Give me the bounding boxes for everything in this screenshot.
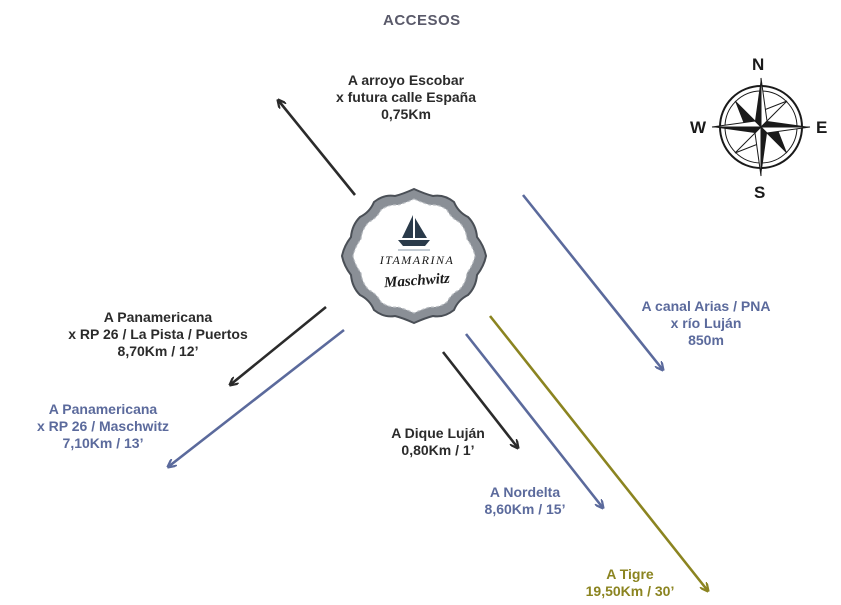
arrow-dique xyxy=(441,351,518,448)
compass-rose-icon xyxy=(711,77,811,177)
label-escobar: A arroyo Escobar x futura calle España 0… xyxy=(296,72,516,123)
compass-east-label: E xyxy=(816,118,828,137)
itamarina-logo xyxy=(340,187,488,325)
label-canal: A canal Arias / PNA x río Luján 850m xyxy=(611,298,801,349)
label-escobar-line3: 0,75Km xyxy=(381,106,431,122)
label-nordelta: A Nordelta 8,60Km / 15’ xyxy=(450,484,600,518)
label-dique-line1: A Dique Luján xyxy=(391,425,485,441)
logo-badge-inner xyxy=(352,198,476,314)
label-canal-line1: A canal Arias / PNA xyxy=(641,298,771,314)
sailboat-icon xyxy=(398,215,430,251)
label-escobar-line2: x futura calle España xyxy=(335,89,477,105)
label-panamericana-puertos: A Panamericana x RP 26 / La Pista / Puer… xyxy=(38,309,278,360)
label-dique: A Dique Luján 0,80Km / 1’ xyxy=(363,425,513,459)
label-tigre-line2: 19,50Km / 30’ xyxy=(585,583,675,599)
arrow-escobar xyxy=(278,100,357,196)
label-panamericana-maschwitz: A Panamericana x RP 26 / Maschwitz 7,10K… xyxy=(8,401,198,452)
label-nordelta-line2: 8,60Km / 15’ xyxy=(484,501,566,517)
label-panamericana-puertos-line1: A Panamericana xyxy=(103,309,213,325)
arrow-canal xyxy=(521,194,663,370)
compass-north-label: N xyxy=(752,55,765,74)
compass-west-label: W xyxy=(690,118,707,137)
label-escobar-line1: A arroyo Escobar xyxy=(347,72,465,88)
label-tigre-line1: A Tigre xyxy=(606,566,654,582)
arrow-panamericana-maschwitz xyxy=(168,328,345,467)
logo-name: ITAMARINA xyxy=(379,253,455,267)
arrow-panamericana-puertos xyxy=(230,305,327,385)
label-canal-line3: 850m xyxy=(688,332,724,348)
label-panamericana-puertos-line2: x RP 26 / La Pista / Puertos xyxy=(68,326,248,342)
label-panamericana-maschwitz-line2: x RP 26 / Maschwitz xyxy=(36,418,169,434)
label-dique-line2: 0,80Km / 1’ xyxy=(401,442,475,458)
label-canal-line2: x río Luján xyxy=(670,315,742,331)
label-panamericana-maschwitz-line3: 7,10Km / 13’ xyxy=(62,435,144,451)
page-title: ACCESOS xyxy=(383,12,461,29)
label-panamericana-puertos-line3: 8,70Km / 12’ xyxy=(117,343,199,359)
label-tigre: A Tigre 19,50Km / 30’ xyxy=(555,566,705,600)
arrow-nordelta xyxy=(464,333,603,508)
label-panamericana-maschwitz-line1: A Panamericana xyxy=(48,401,158,417)
arrow-tigre xyxy=(488,315,708,591)
compass-south-label: S xyxy=(754,183,766,202)
label-nordelta-line1: A Nordelta xyxy=(489,484,561,500)
